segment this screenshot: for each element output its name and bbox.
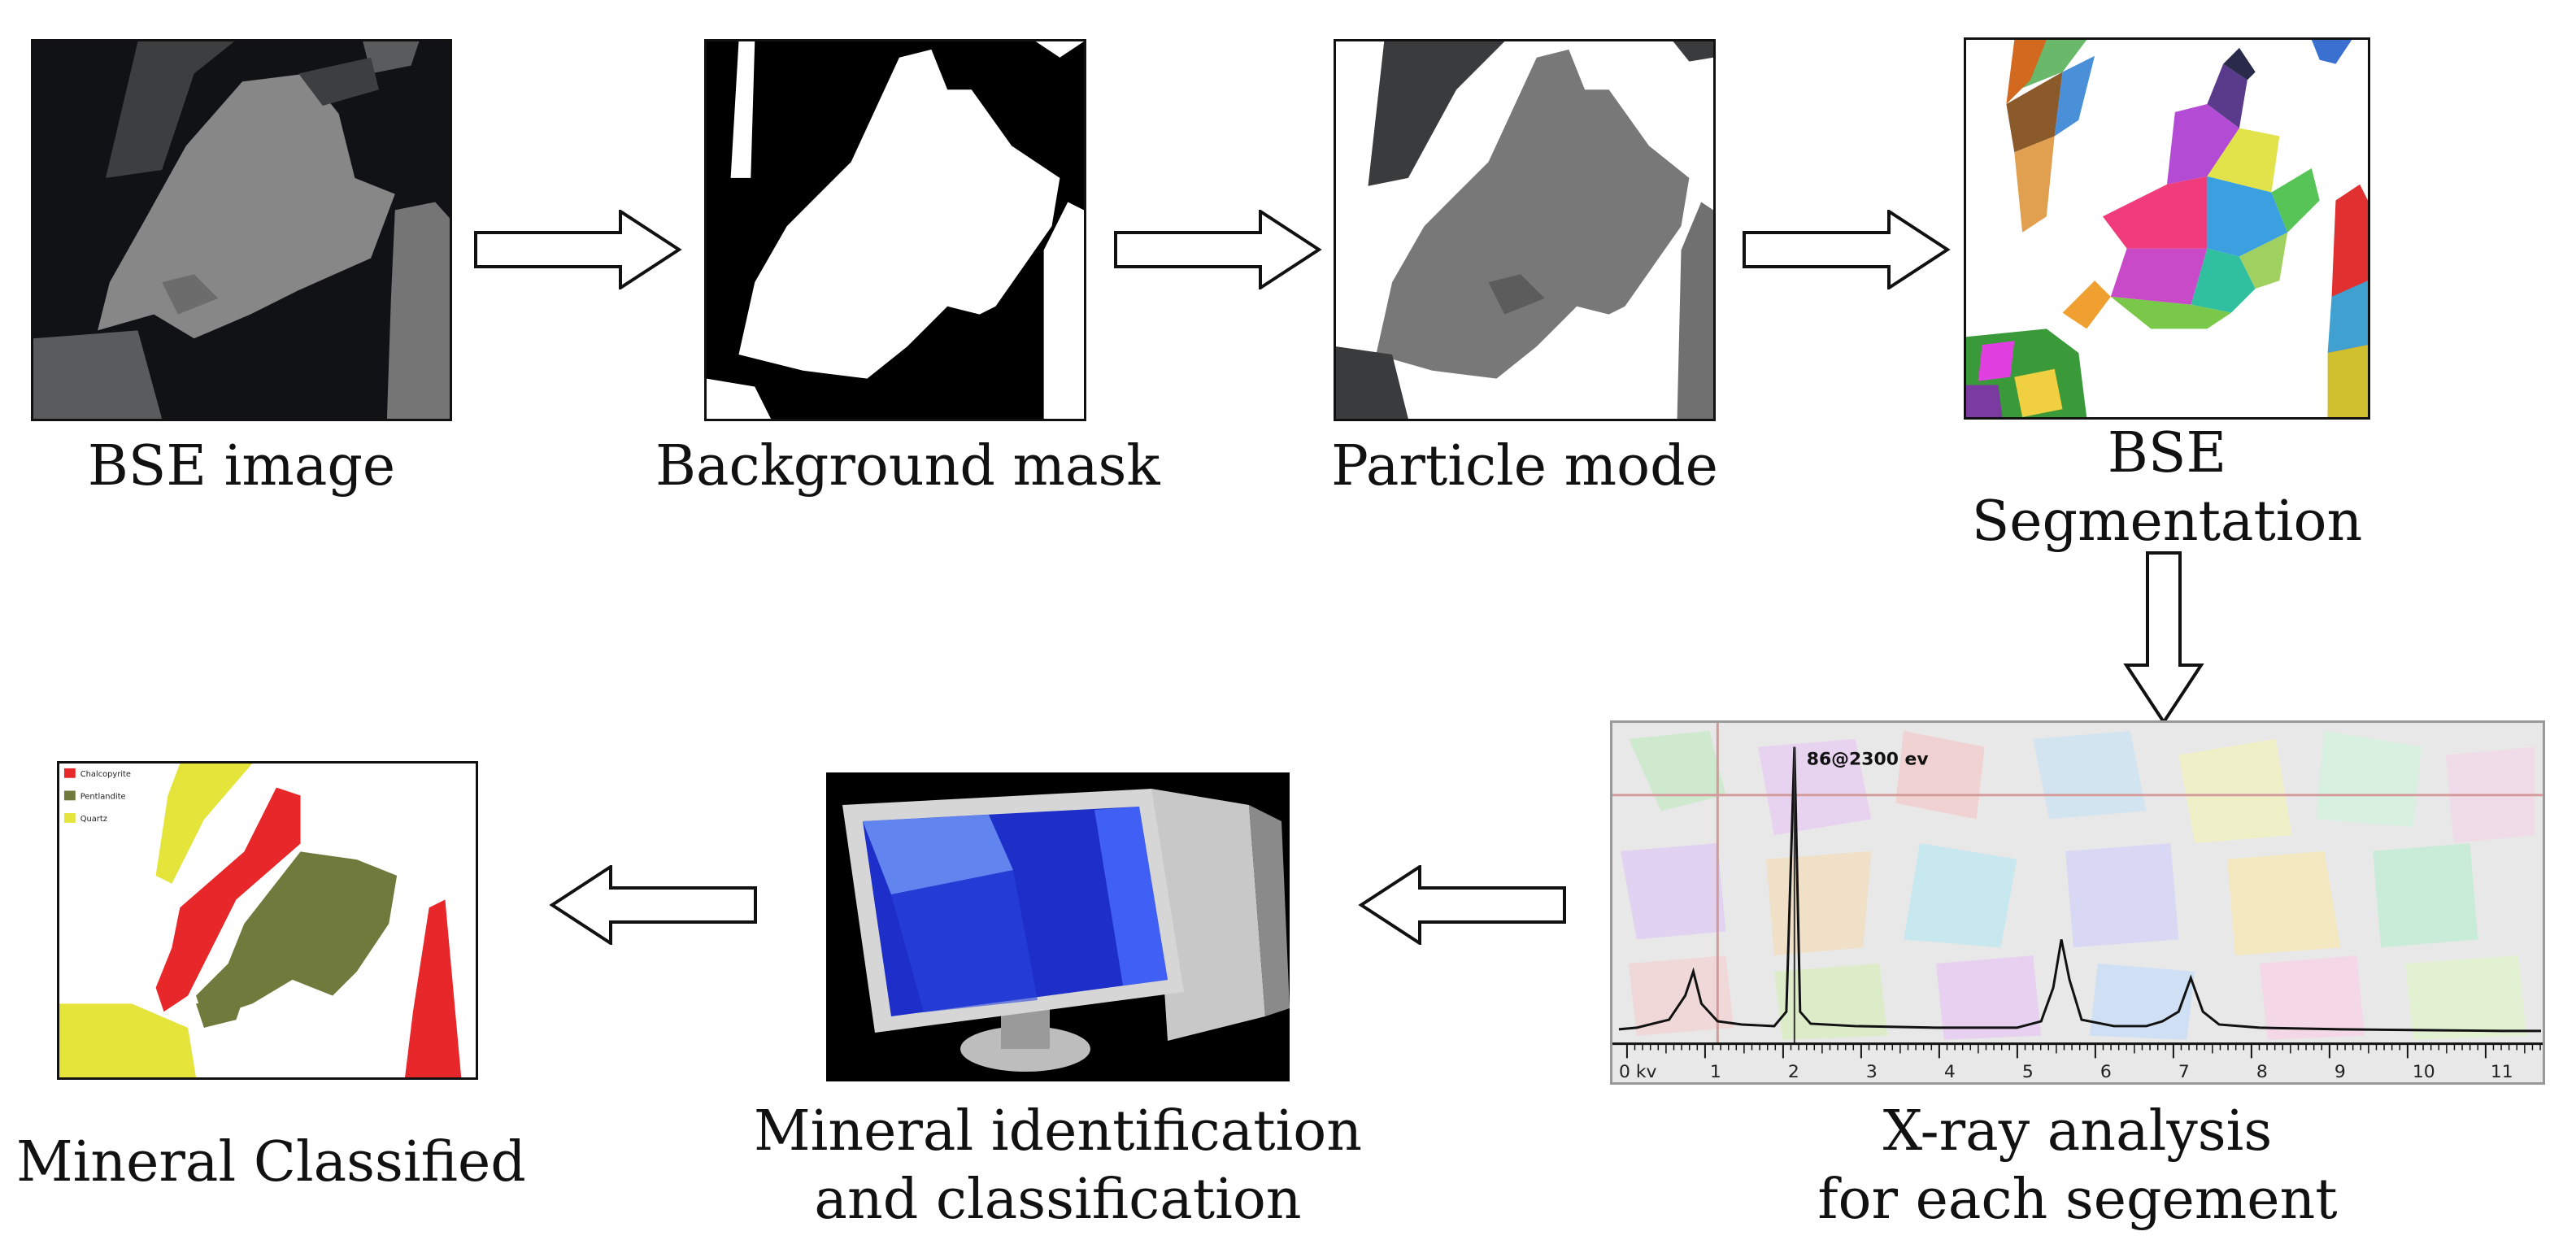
xray-axis-tick-label: 8 bbox=[2256, 1062, 2268, 1082]
particle-mode-panel bbox=[1334, 39, 1716, 421]
xray-axis-tick-label: 9 bbox=[2334, 1062, 2346, 1082]
caption-mineral-classified: Mineral Classified bbox=[16, 1130, 526, 1194]
legend-label-quartz: Quartz bbox=[80, 815, 107, 824]
arrow-left-2 bbox=[549, 865, 757, 945]
xray-analysis-panel: 86@2300 ev 0 kv 1 2 3 4 5 6 7 8 9 10 11 bbox=[1610, 720, 2545, 1085]
xray-axis-tick-label: 3 bbox=[1866, 1062, 1878, 1082]
computer-monitor-panel bbox=[826, 772, 1290, 1081]
mineral-classified-panel: Chalcopyrite Pentlandite Quartz bbox=[57, 761, 478, 1080]
legend-swatch-quartz bbox=[63, 813, 76, 823]
xray-axis-tick-label: 5 bbox=[2022, 1062, 2034, 1082]
caption-bse-segmentation: BSE Segmentation bbox=[1971, 421, 2363, 554]
legend-label-chalcopyrite: Chalcopyrite bbox=[80, 770, 131, 779]
arrow-right-3 bbox=[1743, 210, 1951, 289]
xray-axis-tick-label: 11 bbox=[2491, 1062, 2513, 1082]
caption-background-mask: Background mask bbox=[655, 434, 1160, 498]
legend-swatch-pentlandite bbox=[63, 790, 76, 801]
xray-axis-tick-label: 2 bbox=[1788, 1062, 1799, 1082]
caption-bse-image: BSE image bbox=[87, 434, 396, 498]
background-mask-panel bbox=[704, 39, 1086, 421]
xray-axis-tick-label: 1 bbox=[1710, 1062, 1721, 1082]
xray-axis-tick-label: 6 bbox=[2100, 1062, 2112, 1082]
legend: Chalcopyrite Pentlandite Quartz bbox=[63, 768, 131, 824]
legend-label-pentlandite: Pentlandite bbox=[80, 792, 126, 801]
arrow-left-1 bbox=[1358, 865, 1566, 945]
xray-axis-tick-label: 0 kv bbox=[1619, 1062, 1657, 1082]
bse-image-panel bbox=[31, 39, 452, 421]
xray-axis-tick-label: 10 bbox=[2413, 1062, 2435, 1082]
arrow-right-1 bbox=[474, 210, 682, 289]
bse-segmentation-panel bbox=[1964, 37, 2370, 420]
caption-particle-mode: Particle mode bbox=[1331, 434, 1718, 498]
caption-mineral-identification: Mineral identification and classificatio… bbox=[754, 1099, 1362, 1232]
legend-swatch-chalcopyrite bbox=[63, 768, 76, 778]
xray-axis-tick-label: 7 bbox=[2178, 1062, 2190, 1082]
xray-axis: 0 kv 1 2 3 4 5 6 7 8 9 10 11 bbox=[1619, 1043, 2541, 1082]
caption-xray-analysis: X-ray analysis for each segement bbox=[1817, 1099, 2338, 1232]
arrow-down bbox=[2123, 551, 2204, 725]
xray-peak-label: 86@2300 ev bbox=[1807, 749, 1929, 769]
arrow-right-2 bbox=[1114, 210, 1322, 289]
xray-axis-tick-label: 4 bbox=[1944, 1062, 1956, 1082]
